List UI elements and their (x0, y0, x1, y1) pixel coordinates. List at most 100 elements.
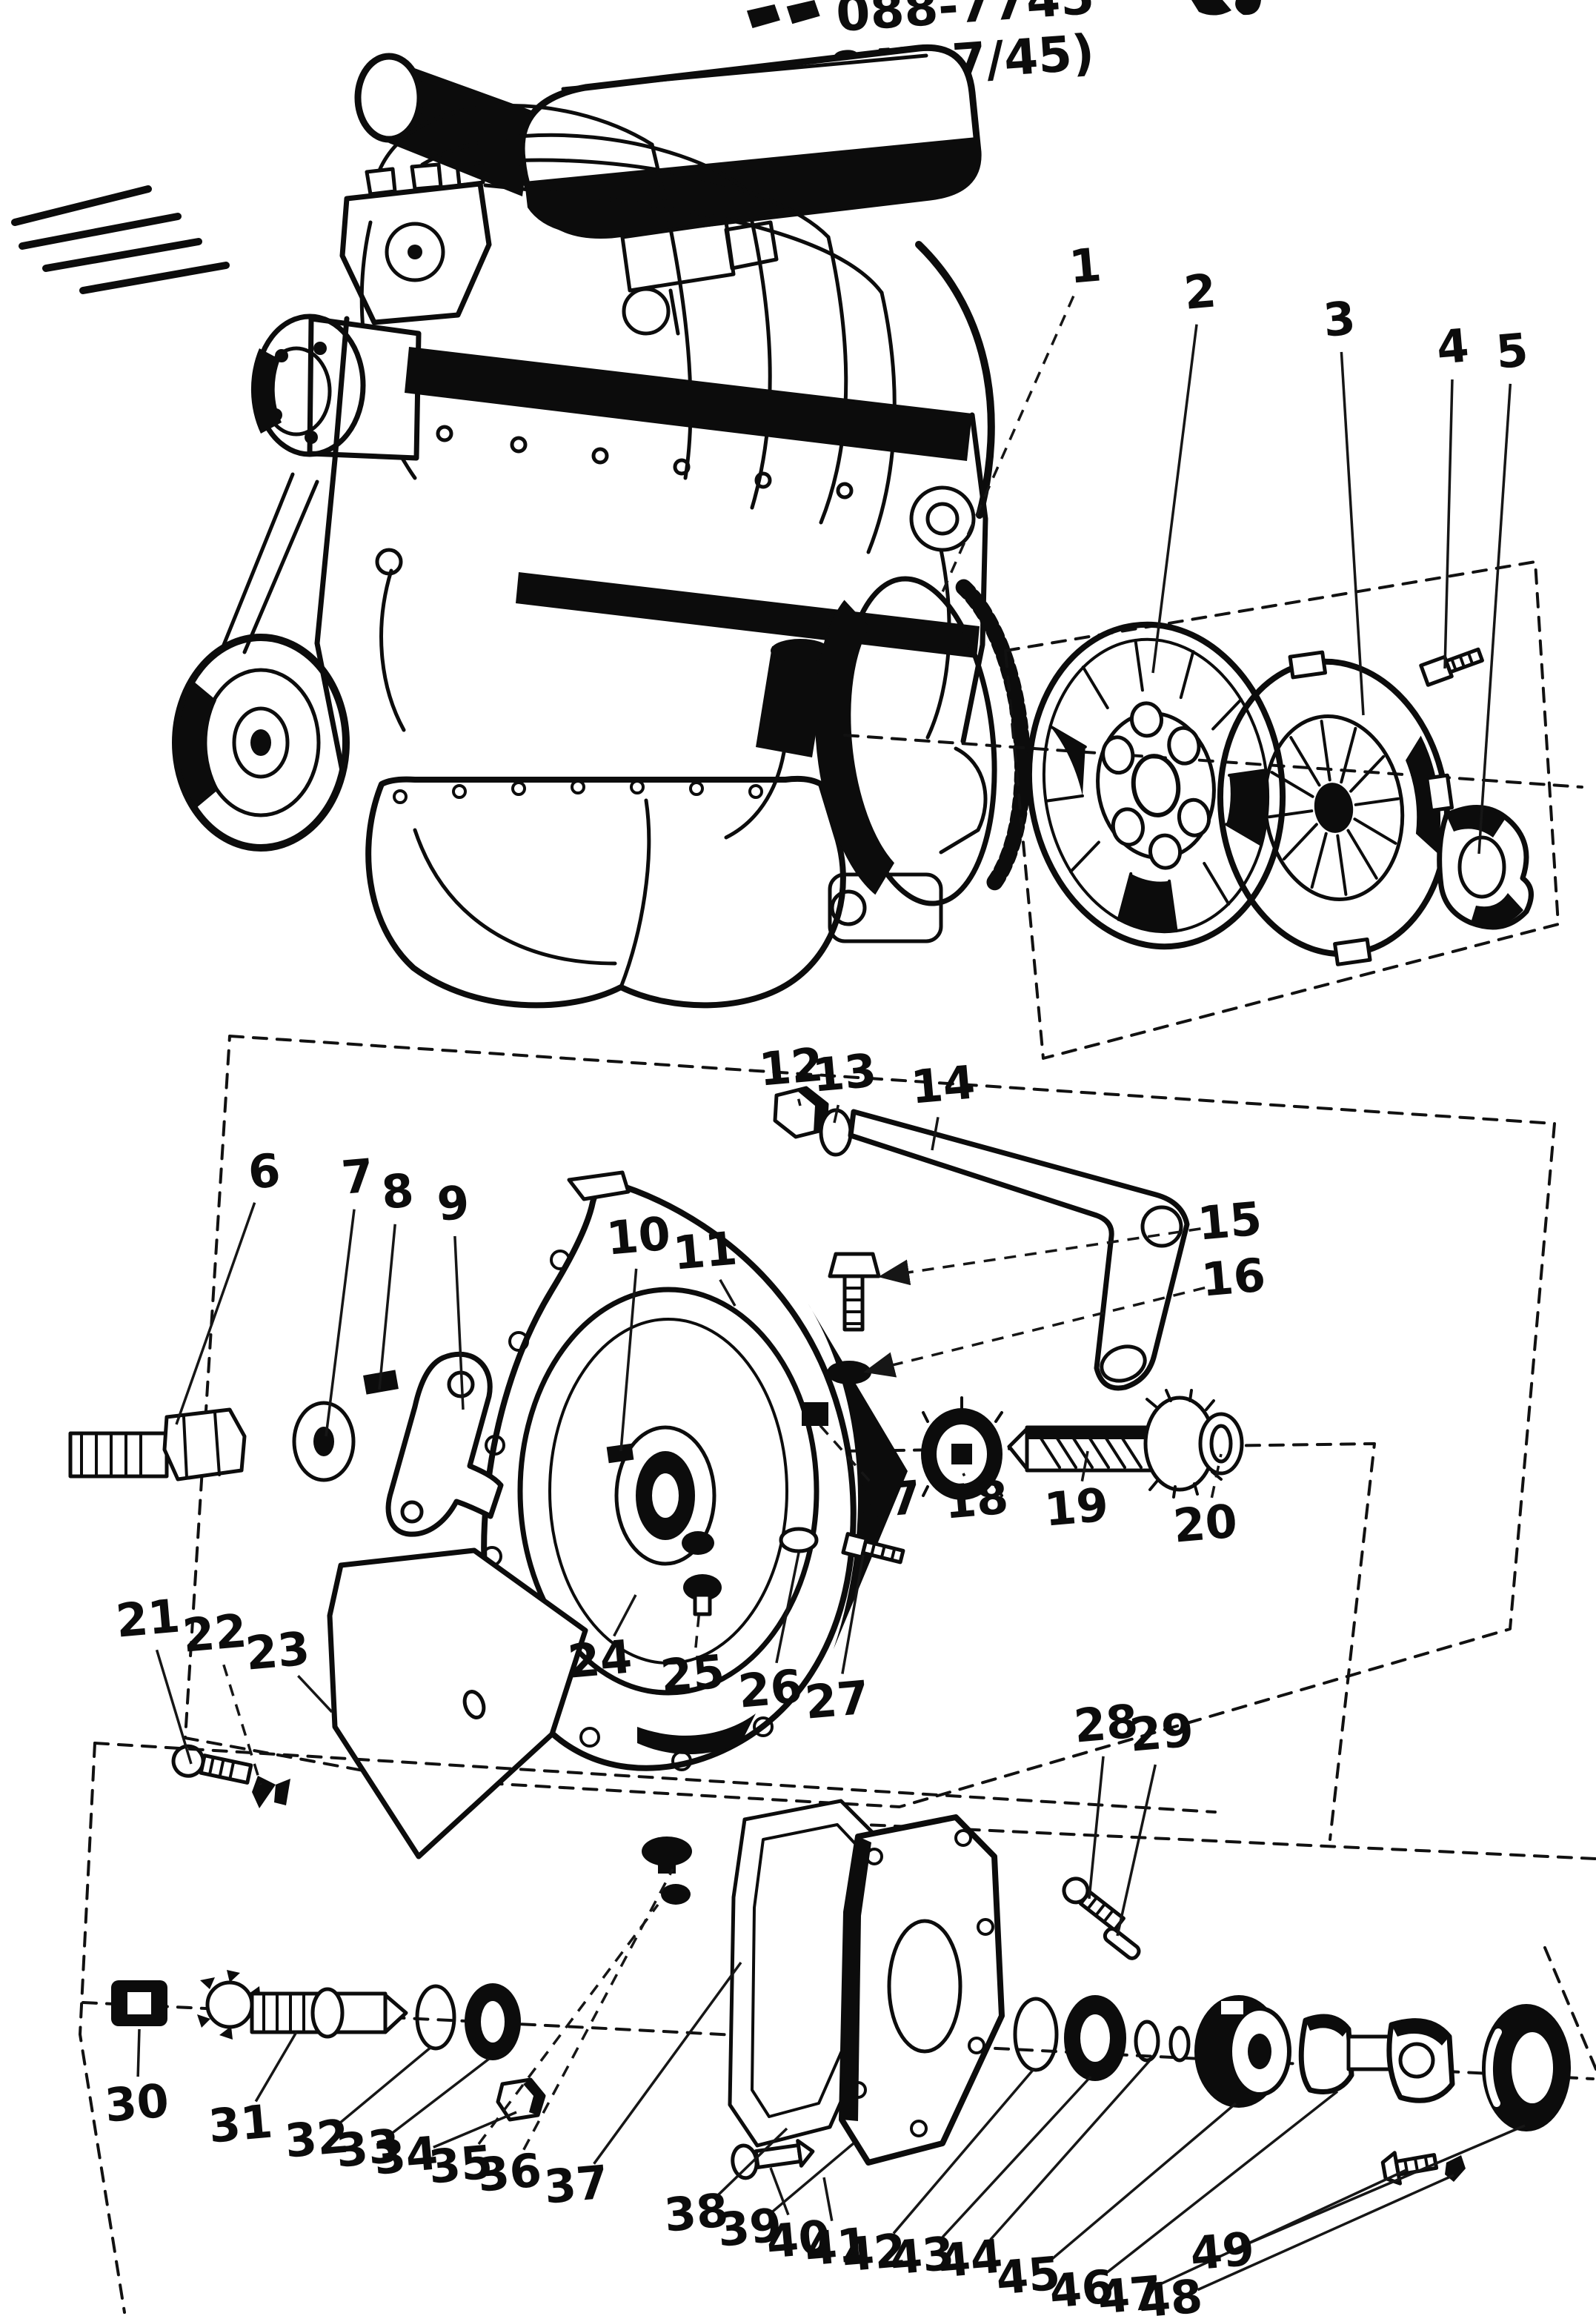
callout-number-32: 32 (282, 2108, 350, 2168)
leader-line-37 (593, 1961, 742, 2165)
leader-line-35 (477, 1903, 659, 2146)
input-shaft-centerline (842, 1442, 1376, 1841)
callout-number-3: 3 (1321, 291, 1357, 347)
universal-joint (1298, 2014, 1455, 2103)
leader-line-26 (775, 1552, 800, 1664)
leader-line-6 (175, 1202, 256, 1425)
leader-line-19 (1080, 1450, 1089, 1482)
callout-number-18: 18 (942, 1470, 1010, 1529)
spring-washer (827, 1361, 871, 1384)
flywheel (814, 576, 1031, 906)
callout-number-46: 46 (1047, 2259, 1115, 2316)
leader-line-25 (694, 1609, 701, 1648)
shaft-washer (1198, 1412, 1244, 1476)
speedo-drive-nut (111, 1980, 167, 2026)
clutch-section-box (1004, 560, 1560, 1060)
flywheel-bolt (1419, 647, 1484, 687)
callout-number-36: 36 (475, 2143, 543, 2202)
callout-number-2: 2 (1182, 263, 1218, 319)
ring-gear-teeth (955, 579, 1031, 891)
hex-bolt-small (841, 1532, 905, 1565)
dust-shield (327, 1547, 588, 1859)
callout-number-20: 20 (1171, 1493, 1239, 1553)
callout-number-9: 9 (435, 1175, 471, 1231)
callout-number-6: 6 (246, 1143, 282, 1199)
distributor (339, 161, 492, 325)
pin-29 (1103, 1927, 1141, 1960)
nut-34 (496, 2077, 546, 2122)
dipstick (379, 568, 406, 732)
callout-number-7: 7 (339, 1148, 376, 1204)
leader-line-40 (769, 2167, 790, 2216)
callout-number-5: 5 (1494, 322, 1530, 379)
callout-number-17: 17 (854, 1470, 922, 1529)
leader-line-27 (841, 1554, 865, 1674)
coupling-flange (1194, 1995, 1291, 2108)
pen-scratches (11, 185, 230, 294)
clutch-assembly (843, 560, 1583, 1060)
leader-line-7 (325, 1209, 356, 1437)
leader-line-9 (453, 1235, 465, 1410)
crank-pulley (172, 472, 350, 852)
leader-line-42 (892, 2068, 1035, 2234)
engine-illustration (172, 44, 1031, 1009)
leader-line-41 (822, 2177, 834, 2221)
callout-number-19: 19 (1042, 1477, 1110, 1536)
leader-line-39 (771, 2142, 855, 2213)
small-bolt (171, 1744, 253, 1785)
leader-line-14 (931, 1117, 940, 1151)
leader-line-16 (863, 1286, 1206, 1378)
leader-line-36 (522, 1868, 674, 2151)
leader-line-30 (136, 2028, 141, 2077)
fuel-pump (909, 241, 995, 740)
leader-line-10 (619, 1268, 638, 1452)
callout-number-27: 27 (802, 1670, 871, 1729)
callout-number-1: 1 (1067, 237, 1103, 293)
callout-number-49: 49 (1188, 2221, 1256, 2280)
leader-line-11 (719, 1278, 737, 1307)
breather-cap (642, 1836, 692, 1905)
callout-number-23: 23 (243, 1621, 311, 1680)
leader-line-4 (1443, 379, 1454, 669)
ignition-coil (724, 639, 830, 840)
callout-number-31: 31 (206, 2094, 274, 2153)
callout-number-26: 26 (736, 1659, 804, 1718)
ball-bearing (1064, 1995, 1126, 2081)
leader-line-5 (1477, 383, 1512, 855)
leader-line-32 (339, 2045, 433, 2124)
callout-number-11: 11 (671, 1221, 739, 1280)
clutch-disc (1025, 621, 1286, 950)
leader-line-29 (1116, 1764, 1157, 1937)
leader-line-48 (1197, 2174, 1454, 2292)
carburetor (620, 220, 779, 336)
leader-line-22 (222, 1664, 262, 1785)
input-shaft (1007, 1389, 1232, 1499)
leader-line-2 (1151, 324, 1198, 674)
callout-number-43: 43 (888, 2226, 956, 2285)
callout-number-14: 14 (908, 1055, 977, 1114)
starter-motor (828, 872, 943, 943)
leader-line-49 (1249, 2124, 1526, 2244)
middle-section-box (184, 1035, 1556, 1808)
callout-number-16: 16 (1199, 1247, 1267, 1307)
callout-number-8: 8 (379, 1163, 416, 1219)
bottom-section-line-1 (93, 1742, 1217, 1814)
callout-number-40: 40 (764, 2209, 832, 2269)
callout-number-4: 4 (1434, 318, 1471, 374)
head-bolts (436, 425, 854, 500)
leader-line-13 (833, 1104, 840, 1124)
oil-pan (365, 775, 846, 1009)
callout-number-25: 25 (658, 1644, 726, 1703)
cut-off-text-fragment-corner (1191, 0, 1261, 16)
leader-line-43 (941, 2075, 1092, 2238)
leader-line-24 (613, 1594, 637, 1637)
callout-number-35: 35 (426, 2134, 494, 2194)
callout-number-47: 47 (1095, 2265, 1163, 2316)
mount-bolt (68, 1407, 247, 1481)
callout-number-10: 10 (604, 1206, 672, 1265)
bushing-33 (465, 1983, 521, 2060)
callout-number-34: 34 (371, 2126, 439, 2185)
leader-line-28 (1088, 1756, 1105, 1899)
